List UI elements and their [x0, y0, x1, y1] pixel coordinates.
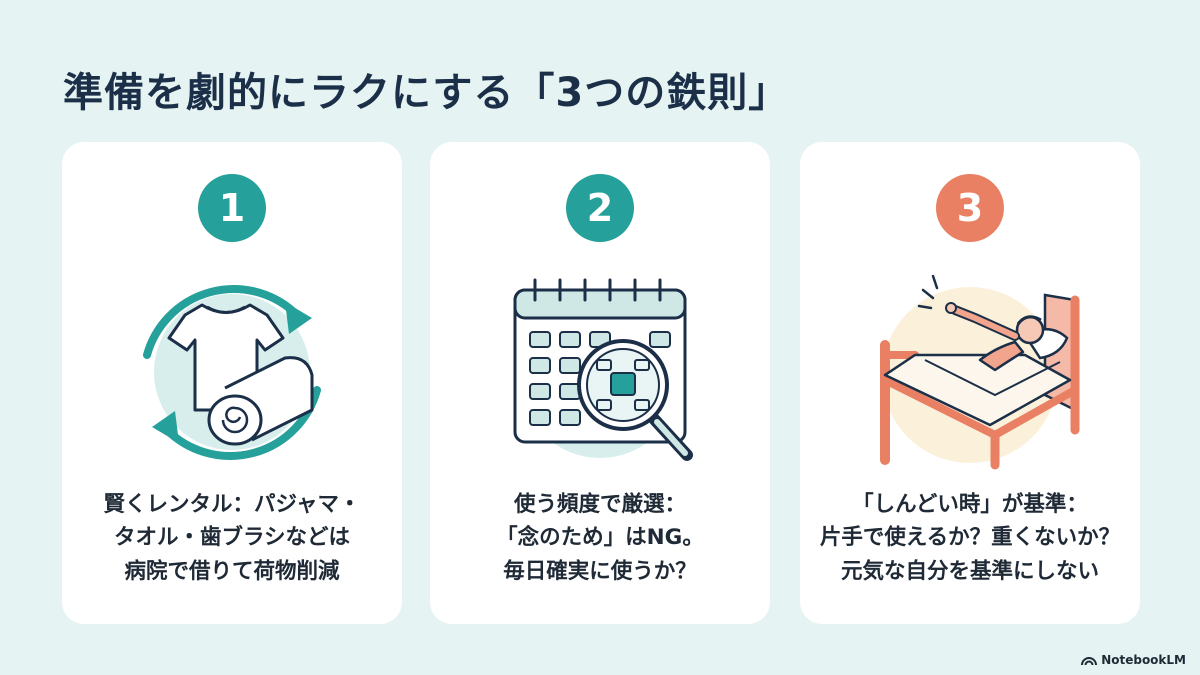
rule-description-line: 使う頻度で厳選： — [513, 492, 686, 517]
patient-in-bed-icon — [880, 274, 1080, 470]
rule-description-line: 病院で借りて荷物削減 — [124, 558, 340, 584]
rule-card-3: 3 「しんどい時」が基準： 片手で使えるか？重くないか？ 元気な自分を基準にしな… — [800, 142, 1140, 624]
rule-description-line: 「しんどい時」が基準： — [852, 492, 1088, 517]
brand-label: NotebookLM — [1101, 653, 1186, 667]
rule-card-1: 1 賢くレンタル：パジャマ・ タオル・歯ブラシなどは 病院で借りて荷物削減 — [62, 142, 402, 624]
rule-description-line: 「念のため」はNG。 — [496, 525, 704, 551]
tshirt-towel-recycle-icon — [143, 285, 321, 460]
rule-number-badge: 1 — [198, 174, 266, 242]
rule-description: 「しんどい時」が基準： 片手で使えるか？重くないか？ 元気な自分を基準にしない — [800, 488, 1140, 588]
rule-description-line: 元気な自分を基準にしない — [840, 558, 1099, 584]
rule-description: 使う頻度で厳選： 「念のため」はNG。 毎日確実に使うか？ — [430, 488, 770, 588]
rule-number-badge: 3 — [936, 174, 1004, 242]
rule-description: 賢くレンタル：パジャマ・ タオル・歯ブラシなどは 病院で借りて荷物削減 — [62, 488, 402, 588]
rule-description-line: 毎日確実に使うか？ — [503, 558, 697, 584]
notebooklm-branding: NotebookLM — [1081, 653, 1186, 667]
rule-number-badge: 2 — [566, 174, 634, 242]
page-title: 準備を劇的にラクにする「3つの鉄則」 — [63, 70, 790, 116]
rule-description-line: 片手で使えるか？重くないか？ — [819, 525, 1121, 551]
notebooklm-logo-icon — [1081, 656, 1098, 665]
rule-card-2: 2 — [430, 142, 770, 624]
rule-description-line: タオル・歯ブラシなどは — [113, 525, 351, 551]
rule-description-line: 賢くレンタル：パジャマ・ — [103, 492, 361, 517]
calendar-magnifier-icon — [513, 278, 693, 461]
